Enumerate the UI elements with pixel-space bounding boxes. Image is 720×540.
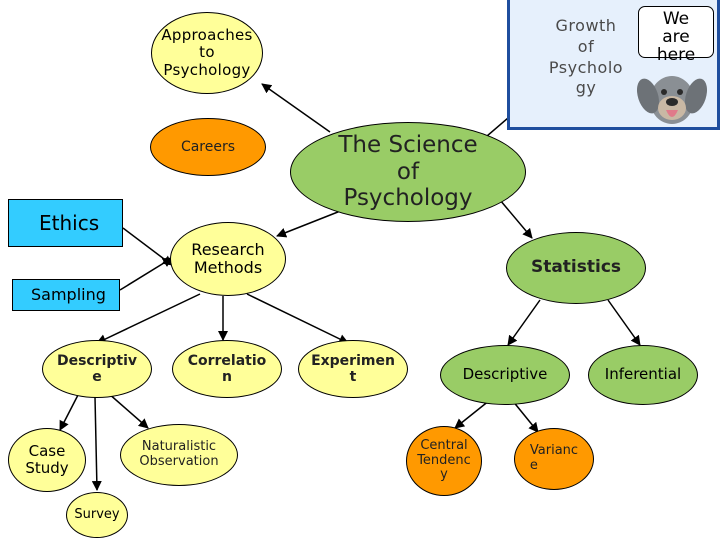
link-research-descriptive — [96, 293, 201, 344]
experiment-node[interactable]: Experimen t — [298, 340, 408, 398]
survey-node[interactable]: Survey — [66, 492, 128, 538]
link-descriptive-case — [59, 394, 79, 431]
dog-face-icon — [636, 76, 708, 124]
naturalistic-observation-node[interactable]: Naturalistic Observation — [120, 424, 238, 486]
link-ethics-research — [122, 227, 173, 266]
correlation-node[interactable]: Correlatio n — [172, 340, 282, 398]
descriptive-statistics-node[interactable]: Descriptive — [440, 345, 570, 405]
inferential-node[interactable]: Inferential — [588, 345, 698, 405]
case-study-node[interactable]: Case Study — [8, 428, 86, 492]
central-tendency-node[interactable]: Central Tendenc y — [406, 426, 482, 496]
approaches-to-psychology-node[interactable]: Approaches to Psychology — [151, 12, 263, 94]
science-of-psychology-node[interactable]: The Science of Psychology — [290, 122, 526, 222]
link-descriptive-survey — [91, 396, 102, 491]
link-research-experiment — [246, 293, 349, 344]
link-stats-variance — [511, 399, 539, 433]
we-are-here-callout: We are here — [638, 6, 714, 64]
link-stats-central — [454, 399, 491, 429]
research-methods-node[interactable]: Research Methods — [170, 222, 286, 296]
link-science-statistics — [499, 199, 533, 239]
link-descriptive-naturalistic — [107, 392, 149, 429]
link-statistics-descriptive — [507, 299, 541, 346]
variance-node[interactable]: Varianc e — [514, 428, 594, 490]
link-sampling-research — [119, 257, 173, 291]
link-science-approaches — [261, 83, 331, 133]
link-science-research — [276, 207, 349, 238]
sampling-node[interactable]: Sampling — [12, 279, 120, 311]
growth-of-psychology-node[interactable]: Growth of Psycholo gy — [548, 16, 624, 98]
careers-node[interactable]: Careers — [150, 118, 266, 176]
descriptive-method-node[interactable]: Descriptiv e — [42, 340, 152, 398]
link-statistics-inferential — [607, 299, 641, 346]
statistics-node[interactable]: Statistics — [506, 232, 646, 304]
ethics-node[interactable]: Ethics — [8, 199, 123, 247]
